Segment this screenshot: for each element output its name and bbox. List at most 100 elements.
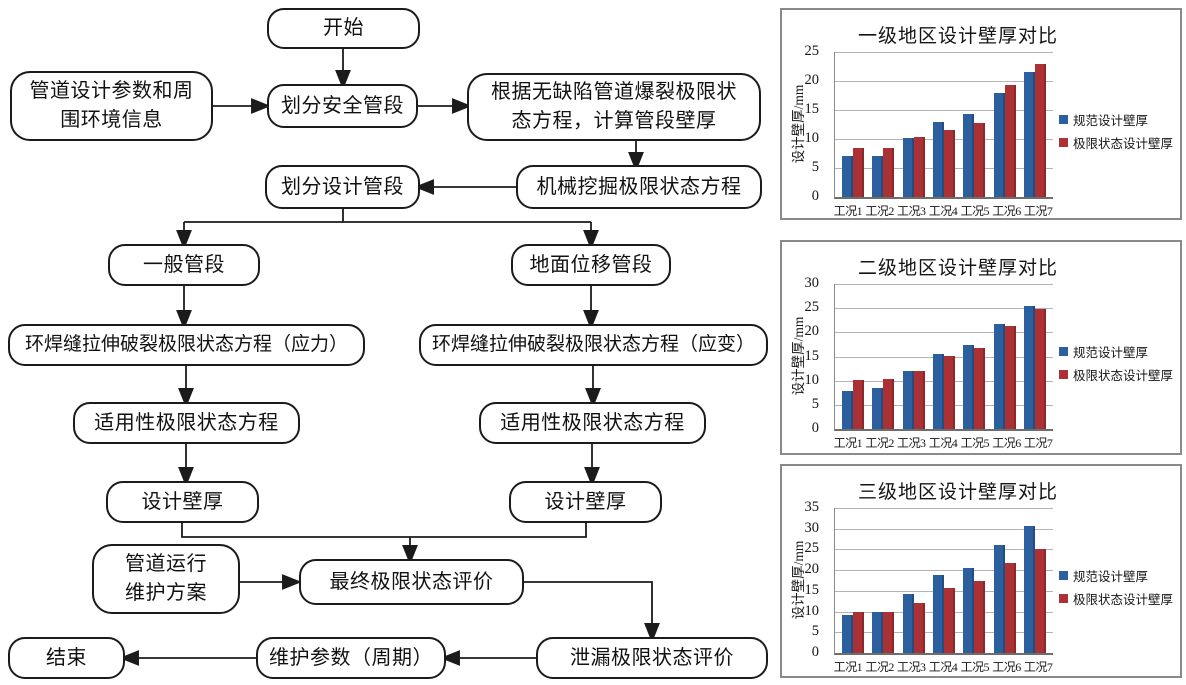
y-tick-label: 20	[804, 323, 820, 340]
y-tick-label: 15	[804, 581, 820, 598]
gridline	[835, 508, 1053, 509]
gridline	[835, 549, 1053, 551]
bar	[902, 138, 914, 197]
gridline	[835, 52, 1053, 53]
bar	[1023, 526, 1035, 653]
bar-group	[932, 122, 955, 197]
x-tick-label: 工况7	[1023, 660, 1053, 674]
flow-box-general-segment: 一般管段	[108, 244, 260, 286]
x-tick-label: 工况2	[865, 660, 894, 674]
x-tick-label: 工况1	[833, 660, 863, 674]
bars	[835, 284, 1053, 429]
bar-group	[902, 370, 925, 429]
legend-item: 规范设计壁厚	[1059, 566, 1173, 585]
legend-label: 极限状态设计壁厚	[1073, 137, 1174, 151]
bar	[853, 379, 865, 429]
bar-group	[1023, 305, 1046, 429]
legend-item: 极限状态设计壁厚	[1059, 133, 1173, 152]
y-tick-label: 20	[804, 72, 820, 88]
y-tick-label: 15	[804, 101, 820, 117]
flow-box-weld-strain-equation: 环焊缝拉伸破裂极限状态方程（应变）	[419, 324, 768, 366]
bar-group	[842, 612, 865, 653]
bar	[1004, 325, 1016, 429]
y-tick-label: 30	[804, 275, 820, 291]
bar	[1004, 563, 1016, 653]
flow-box-weld-stress-equation: 环焊缝拉伸破裂极限状态方程（应力）	[8, 324, 365, 366]
bar	[883, 148, 895, 197]
bar	[993, 92, 1005, 197]
x-tick-label: 工况4	[928, 204, 958, 218]
bar	[872, 156, 884, 197]
legend-item: 规范设计壁厚	[1059, 110, 1173, 129]
bar-group	[902, 137, 925, 197]
bar-group	[932, 353, 955, 429]
bar	[1023, 71, 1035, 197]
x-tick-label: 工况4	[928, 660, 958, 674]
flow-box-maintenance-plan: 管道运行 维护方案	[92, 544, 240, 614]
y-tick-label: 25	[804, 540, 820, 557]
legend: 规范设计壁厚极限状态设计壁厚	[1059, 338, 1173, 388]
legend-item: 规范设计壁厚	[1059, 342, 1173, 361]
x-tick-label: 工况7	[1023, 436, 1053, 450]
bar-group	[842, 379, 865, 429]
x-tick-label: 工况3	[897, 204, 926, 218]
bar	[913, 137, 925, 197]
bar	[902, 370, 914, 429]
bar	[872, 611, 884, 653]
flow-box-ground-displacement-segment: 地面位移管段	[511, 244, 671, 286]
bar	[963, 345, 975, 429]
flow-box-mechanical-excavation-equation: 机械挖掘极限状态方程	[516, 165, 762, 209]
flow-box-leak-limit-state-evaluation: 泄漏极限状态评价	[536, 637, 768, 679]
bar-group	[963, 114, 986, 197]
bar	[993, 545, 1005, 653]
bar-group	[902, 594, 925, 653]
bar-group	[872, 148, 895, 197]
y-tick-label: 10	[804, 130, 820, 146]
bar-group	[993, 85, 1016, 197]
flow-box-input-info: 管道设计参数和周 围环境信息	[10, 71, 213, 141]
bar-group	[842, 148, 865, 197]
plot-area	[834, 508, 1053, 655]
bar	[883, 379, 895, 429]
bar	[872, 387, 884, 429]
bar	[974, 347, 986, 429]
bars	[835, 508, 1053, 653]
x-tick-label: 工况4	[928, 436, 958, 450]
x-tick-label: 工况6	[992, 436, 1021, 450]
bar	[842, 391, 854, 429]
bar	[943, 588, 955, 653]
flow-box-burst-equation: 根据无缺陷管道爆裂极限状 态方程，计算管段壁厚	[467, 73, 761, 141]
legend-label: 规范设计壁厚	[1073, 114, 1149, 128]
legend-swatch	[1059, 115, 1068, 124]
legend-label: 规范设计壁厚	[1073, 346, 1149, 360]
bar	[853, 148, 865, 197]
flow-box-maintenance-parameters: 维护参数（周期）	[256, 637, 446, 679]
gridline	[835, 110, 1053, 111]
bar	[993, 323, 1005, 429]
gridline	[835, 332, 1053, 334]
bar-group	[993, 545, 1016, 653]
bar-group	[1023, 526, 1046, 653]
bar	[913, 602, 925, 653]
x-tick-label: 工况2	[865, 204, 894, 218]
x-tick-label: 工况6	[992, 204, 1021, 218]
x-tick-label: 工况6	[992, 660, 1021, 674]
legend: 规范设计壁厚极限状态设计壁厚	[1059, 106, 1173, 156]
flow-box-final-limit-state-evaluation: 最终极限状态评价	[299, 559, 524, 605]
flow-box-fitness-equation-left: 适用性极限状态方程	[73, 402, 300, 444]
bar	[974, 581, 986, 653]
bar	[932, 574, 944, 653]
bar	[974, 122, 986, 197]
gridline	[835, 528, 1053, 530]
legend-label: 极限状态设计壁厚	[1073, 593, 1174, 607]
x-tick-label: 工况3	[897, 436, 926, 450]
y-tick-label: 25	[804, 299, 820, 316]
bar-group	[872, 611, 895, 653]
x-tick-label: 工况1	[833, 204, 863, 218]
y-tick-label: 5	[811, 159, 819, 175]
bar-group	[932, 574, 955, 653]
